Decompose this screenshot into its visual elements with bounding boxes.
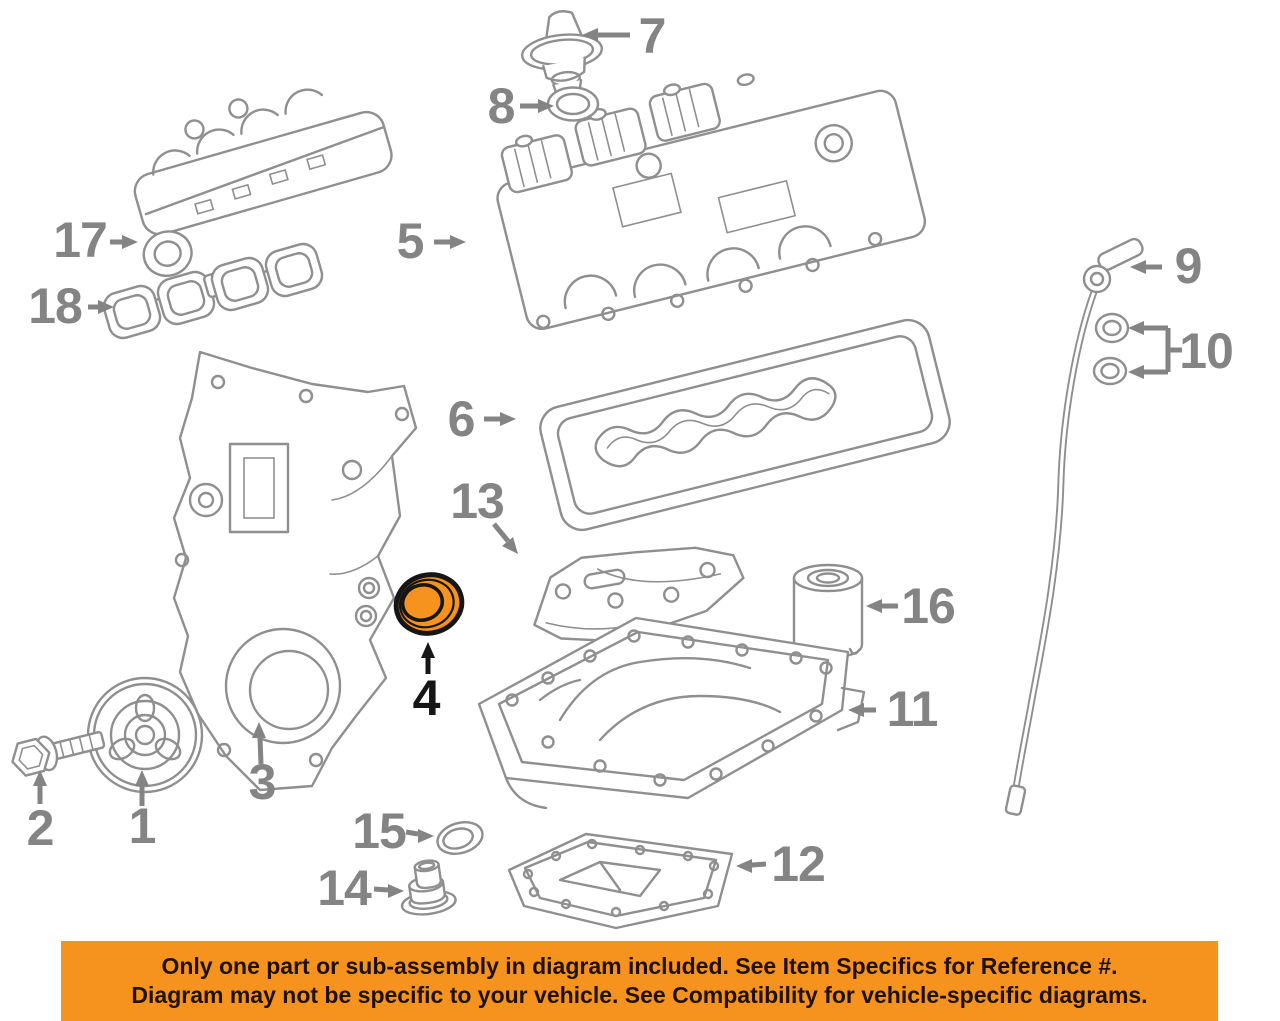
oil-filler-cap-drawing [520, 10, 604, 97]
callout-arrow-13 [492, 522, 518, 554]
callout-arrow-7 [582, 28, 630, 42]
callout-label-8: 8 [487, 78, 516, 134]
callout-arrow-9 [1130, 260, 1162, 274]
callout-label-16: 16 [901, 578, 956, 634]
valve-cover-gasket-drawing [539, 318, 951, 532]
callout-arrow-8 [520, 99, 554, 113]
callout-arrow-16 [866, 599, 898, 613]
drain-plug-seal-drawing [436, 821, 484, 855]
callout-label-18: 18 [28, 278, 83, 334]
front-crankshaft-seal-drawing [393, 572, 465, 636]
callout-arrow-10 [1128, 321, 1182, 379]
callout-label-9: 9 [1174, 238, 1203, 294]
callout-label-13: 13 [450, 473, 505, 529]
callout-label-2: 2 [26, 800, 55, 856]
lower-oil-pan-drawing [507, 832, 734, 930]
callout-arrow-4 [421, 642, 435, 674]
callout-arrow-11 [848, 703, 876, 717]
callout-label-6: 6 [447, 391, 476, 447]
callout-label-3: 3 [248, 754, 277, 810]
oil-pan-drawing [477, 616, 866, 810]
callout-label-17: 17 [53, 212, 108, 268]
intake-manifold-drawing [133, 88, 393, 277]
timing-cover-drawing [172, 350, 418, 792]
filler-cap-seal-drawing [546, 86, 600, 122]
callout-arrow-17 [110, 235, 138, 249]
callout-arrow-5 [434, 235, 466, 249]
callout-arrow-12 [736, 859, 767, 873]
intake-manifold-gasket-drawing [102, 242, 324, 340]
callout-label-10: 10 [1179, 323, 1234, 379]
oil-dipstick-drawing [1004, 237, 1144, 816]
valve-cover-drawing [496, 73, 927, 331]
callout-arrow-6 [484, 412, 516, 426]
callout-label-12: 12 [771, 836, 826, 892]
callout-arrow-18 [88, 300, 114, 314]
callout-arrow-2 [33, 770, 47, 804]
callout-label-14: 14 [317, 860, 372, 916]
callout-arrow-1 [135, 770, 149, 806]
callout-label-5: 5 [396, 213, 425, 269]
callout-label-7: 7 [638, 8, 667, 64]
disclaimer-line-1: Only one part or sub-assembly in diagram… [161, 953, 1118, 979]
callout-arrow-15 [405, 829, 434, 843]
disclaimer-banner: Only one part or sub-assembly in diagram… [61, 941, 1218, 1021]
oil-drain-plug-drawing [400, 859, 457, 916]
callout-arrow-14 [373, 884, 404, 898]
callout-label-1: 1 [128, 798, 157, 854]
crankshaft-pulley-drawing [86, 676, 204, 794]
callout-label-15: 15 [352, 803, 407, 859]
callout-label-11: 11 [886, 681, 939, 737]
callout-label-4-highlighted: 4 [412, 670, 441, 726]
disclaimer-line-2: Diagram may not be specific to your vehi… [131, 982, 1148, 1008]
callout-arrow-3 [252, 722, 266, 765]
dipstick-o-rings-drawing [1092, 312, 1130, 386]
pulley-bolt-drawing [11, 731, 106, 777]
